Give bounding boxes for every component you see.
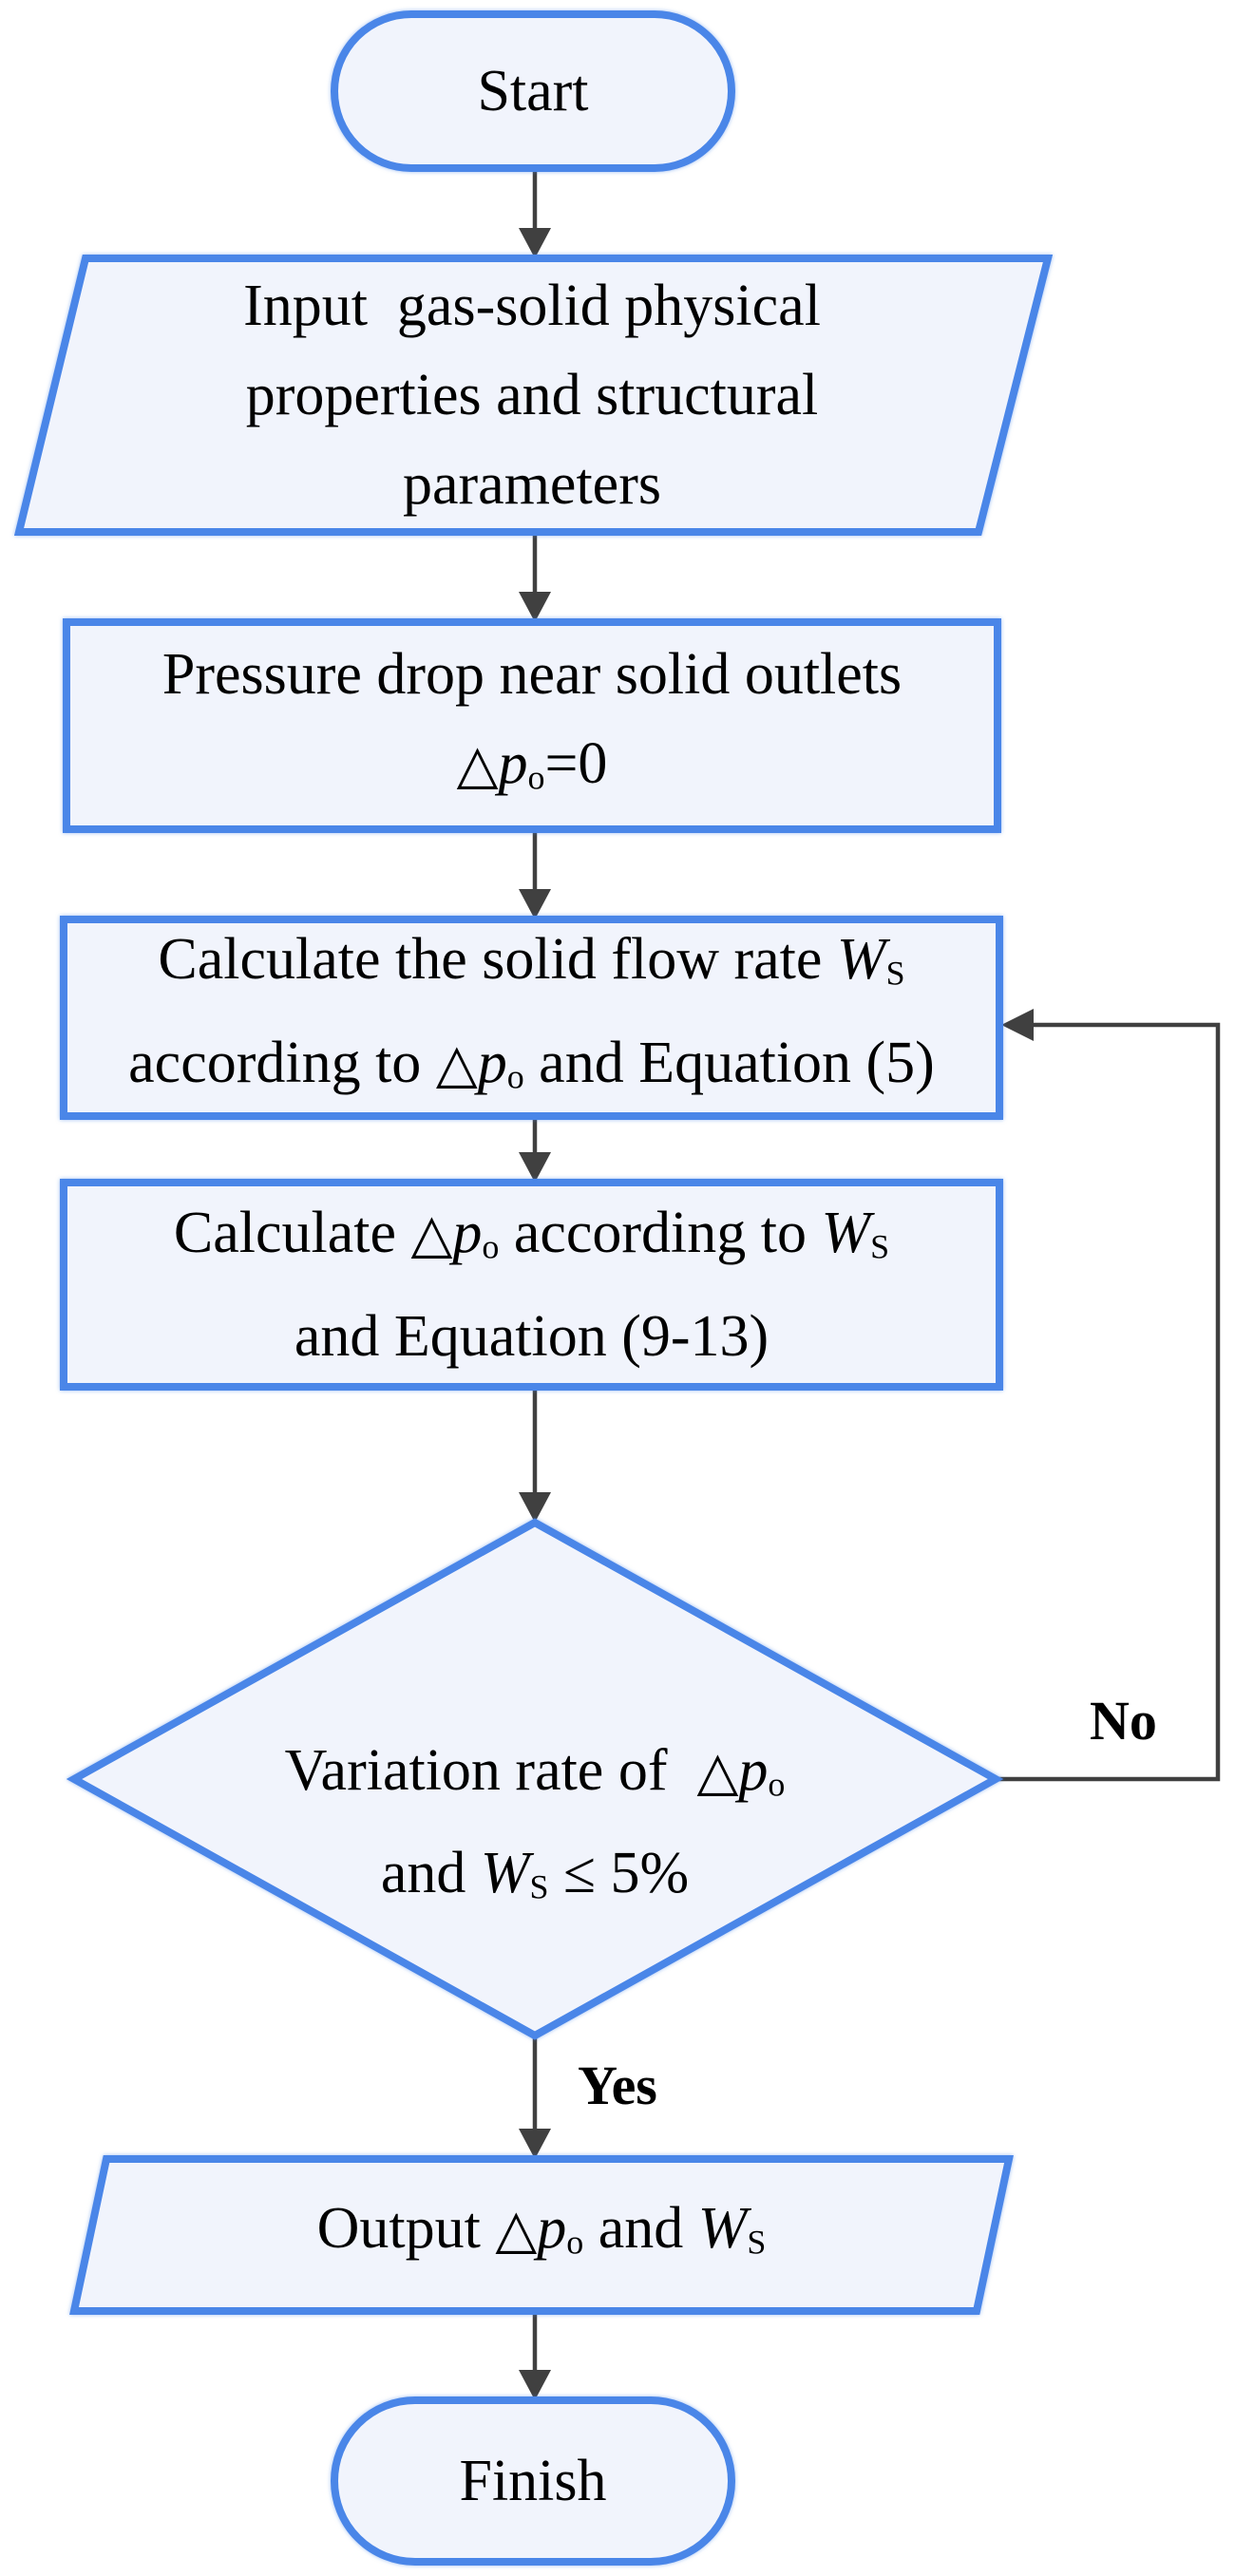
arrowhead-into-output [519,2129,551,2159]
input-node [13,255,1054,536]
start-node-label: Start [334,14,732,168]
input-node-label: Input gas-solid physical properties and s… [57,258,1007,532]
output-node-label: Output △po and WS [74,2159,1009,2311]
node-text-line: △po=0 [456,730,608,797]
node-text-line: Calculate the solid flow rate WS [158,927,905,993]
calc-flowrate-node [60,916,1003,1120]
node-text-line: Output △po and WS [316,2195,767,2262]
node-text-line: properties and structural [245,363,819,427]
init-pressure-node-label: Pressure drop near solid outlets △po=0 [66,622,998,829]
yes-label: Yes [578,2055,657,2116]
calc-flowrate-node-label: Calculate the solid flow rate WS accordin… [64,919,999,1116]
start-label-text: Start [477,59,589,123]
node-text-line: Pressure drop near solid outlets [162,641,902,707]
connector-decision-calcflow-no [996,1022,1221,1782]
arrowhead-into-decision [519,1492,551,1523]
node-text-line: parameters [403,452,661,517]
calc-pressure-node-label: Calculate △po according to WS and Equatio… [64,1183,999,1387]
no-label: No [1090,1690,1157,1752]
decision-node [66,1518,1004,2040]
finish-node [331,2396,735,2566]
node-text-line: and Equation (9-13) [294,1303,770,1369]
arrowhead-into-calcflow-feedback [1001,1009,1034,1041]
node-text-line: according to △po and Equation (5) [128,1030,935,1095]
node-text-line: and WS ≤ 5% [380,1841,690,1906]
start-node [331,10,735,172]
finish-node-label: Finish [334,2400,732,2562]
decision-node-label: Variation rate of △po and WS ≤ 5% [155,1738,915,1919]
init-pressure-node [63,618,1001,833]
node-text-line: Input gas-solid physical [243,274,821,338]
arrowhead-into-finish [519,2370,551,2400]
arrowhead-into-calcpressure [519,1152,551,1183]
arrowhead-into-init [519,592,551,622]
calc-pressure-node [60,1179,1003,1391]
node-text-line: Calculate △po according to WS [173,1201,890,1266]
output-node [69,2155,1014,2315]
arrowhead-into-calcflow [519,889,551,919]
finish-label-text: Finish [459,2449,607,2513]
node-text-line: Variation rate of △po [284,1737,786,1803]
arrowhead-into-input [519,228,551,258]
